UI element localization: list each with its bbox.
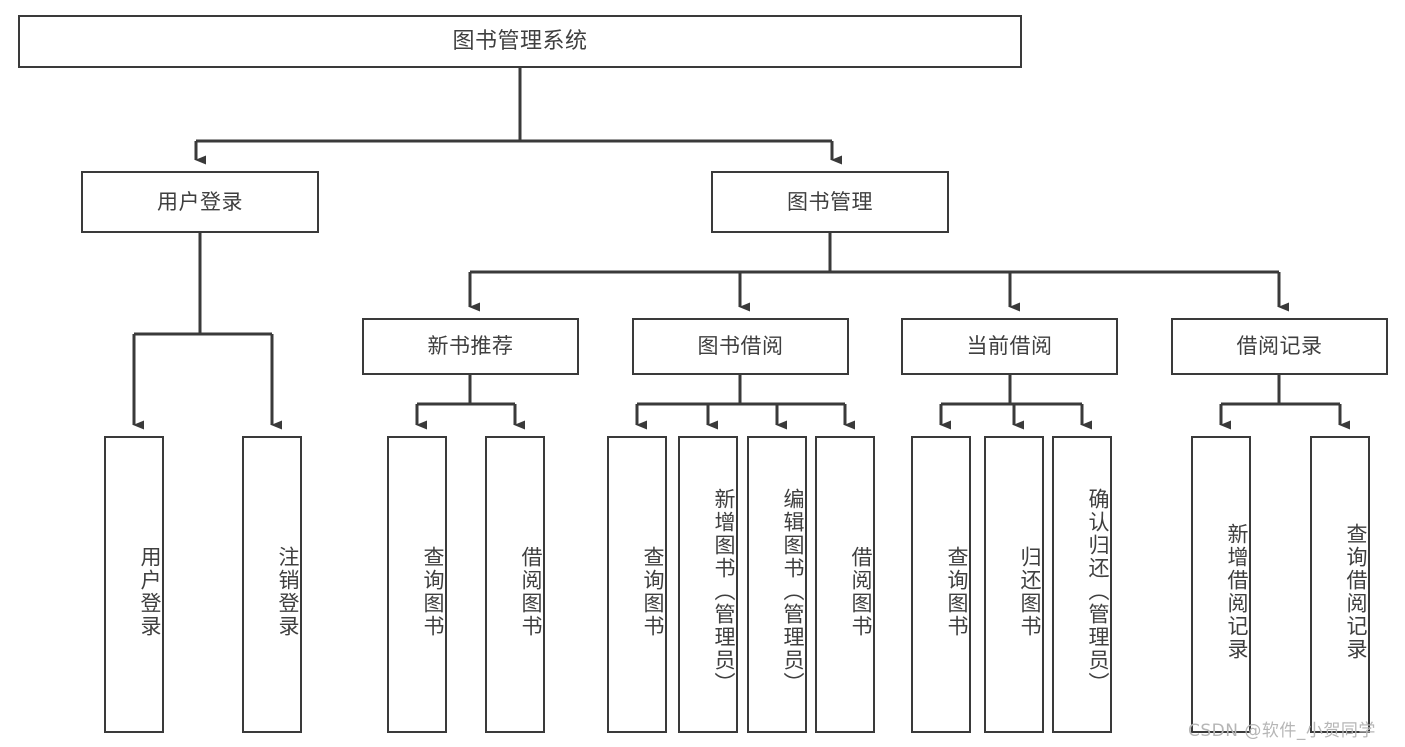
node-label: 新书推荐 (427, 334, 514, 359)
node-leaf-query-book-2[interactable]: 查询图书 (607, 436, 667, 733)
node-label: 编辑图书（管理员） (781, 488, 805, 695)
node-label: 借阅记录 (1236, 334, 1323, 359)
node-leaf-add-borrow-record[interactable]: 新增借阅记录 (1191, 436, 1251, 733)
node-label: 注销登录 (276, 545, 300, 638)
node-leaf-user-login[interactable]: 用户登录 (104, 436, 164, 733)
node-label: 查询图书 (641, 545, 665, 638)
node-current-borrow[interactable]: 当前借阅 (901, 318, 1118, 375)
node-borrow-record[interactable]: 借阅记录 (1171, 318, 1388, 375)
node-label: 当前借阅 (966, 334, 1053, 359)
node-label: 用户登录 (138, 545, 162, 638)
node-label: 用户登录 (157, 189, 243, 214)
csdn-watermark: CSDN @软件_小贺同学 (1188, 721, 1376, 741)
node-label: 归还图书 (1018, 545, 1042, 638)
node-leaf-borrow-book-2[interactable]: 借阅图书 (815, 436, 875, 733)
node-label: 图书管理系统 (452, 28, 588, 54)
node-label: 借阅图书 (849, 545, 873, 638)
node-new-book-recommend[interactable]: 新书推荐 (362, 318, 579, 375)
node-label: 图书管理 (787, 189, 873, 214)
node-leaf-borrow-book-1[interactable]: 借阅图书 (485, 436, 545, 733)
node-leaf-logout-login[interactable]: 注销登录 (242, 436, 302, 733)
node-leaf-confirm-return-admin[interactable]: 确认归还（管理员） (1052, 436, 1112, 733)
node-leaf-add-book-admin[interactable]: 新增图书（管理员） (678, 436, 738, 733)
node-label: 查询借阅记录 (1344, 522, 1368, 661)
node-leaf-query-borrow-record[interactable]: 查询借阅记录 (1310, 436, 1370, 733)
node-label: 新增借阅记录 (1225, 522, 1249, 661)
node-book-manage[interactable]: 图书管理 (711, 171, 949, 233)
node-label: 确认归还（管理员） (1086, 488, 1110, 695)
node-user-login[interactable]: 用户登录 (81, 171, 319, 233)
node-label: 借阅图书 (519, 545, 543, 638)
node-label: 查询图书 (945, 545, 969, 638)
node-label: 图书借阅 (697, 334, 784, 359)
node-leaf-edit-book-admin[interactable]: 编辑图书（管理员） (747, 436, 807, 733)
node-leaf-query-book-3[interactable]: 查询图书 (911, 436, 971, 733)
node-root[interactable]: 图书管理系统 (18, 15, 1022, 68)
node-label: 新增图书（管理员） (712, 488, 736, 695)
node-label: 查询图书 (421, 545, 445, 638)
node-leaf-return-book[interactable]: 归还图书 (984, 436, 1044, 733)
node-book-borrow[interactable]: 图书借阅 (632, 318, 849, 375)
node-leaf-query-book-1[interactable]: 查询图书 (387, 436, 447, 733)
